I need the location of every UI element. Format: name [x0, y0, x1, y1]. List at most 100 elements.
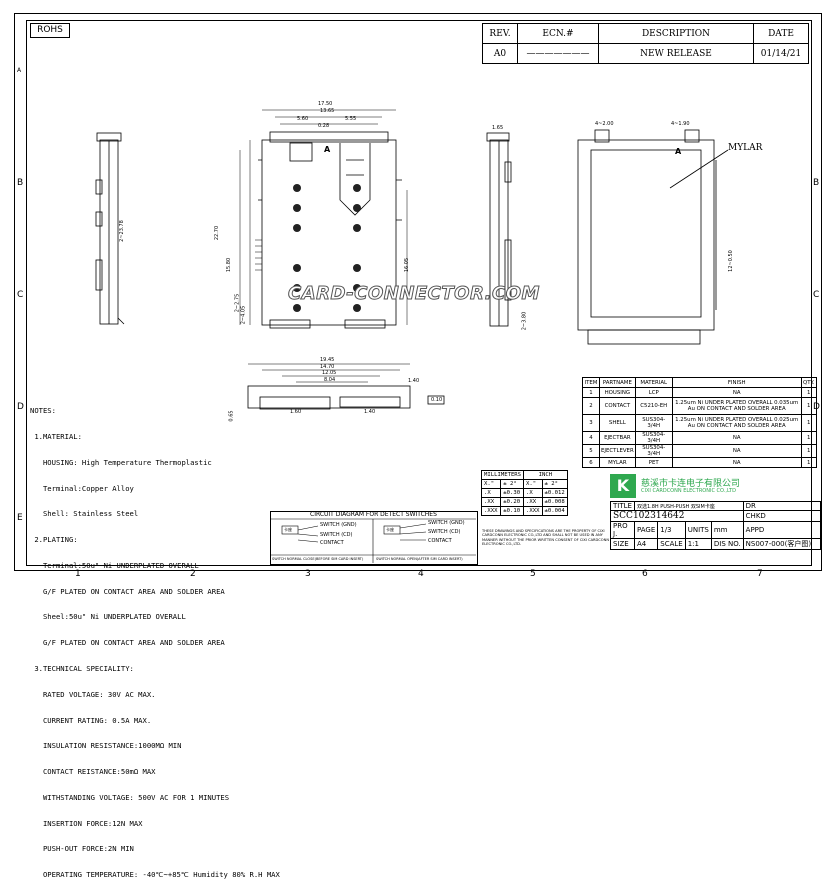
tol-cell: ±0.004 [541, 506, 568, 516]
bom-cell: C5210-EH [634, 397, 673, 415]
circuit-left-contact: CONTACT [320, 540, 344, 546]
grid-col-3: 3 [305, 569, 311, 579]
dis-label: DIS NO. [710, 538, 744, 550]
date-value: 01/14/21 [753, 43, 809, 64]
bottom-view [577, 129, 729, 345]
note-line: OPERATING TEMPERATURE: -40℃~+85℃ Humidit… [30, 870, 280, 880]
revision-table: REV. ECN.# DESCRIPTION DATE A0 ——————— N… [482, 23, 809, 64]
circuit-title: CIRCUIT DIAGRAM FOR DETECT SWITCHES [310, 511, 437, 518]
bom-cell: SUS304-3/4H [634, 444, 673, 458]
company-name-cn: 慈溪市卡连电子有限公司 [641, 479, 741, 489]
size-label: SIZE [610, 538, 635, 550]
bom-cell: 1.25um Ni UNDER PLATED OVERALL 0.035um A… [671, 397, 802, 415]
page-value: 1/3 [657, 521, 686, 539]
note-line: 3.TECHNICAL SPECIALITY: [30, 664, 134, 673]
bom-cell: 1 [800, 414, 817, 432]
note-line: INSULATION RESISTANCE:1000MΩ MIN [30, 741, 182, 751]
note-line: Terminal:Copper Alloy [30, 483, 134, 493]
dim-8-04: 8.04 [324, 377, 336, 383]
dim-4-2-00: 4~2.00 [595, 121, 614, 127]
bom-cell: 1.25um Ni UNDER PLATED OVERALL 0.025um A… [671, 414, 802, 432]
dim-14-70: 14.70 [320, 364, 335, 370]
circuit-right-gnd: SWITCH (GND) [428, 520, 465, 526]
side-view-left [95, 132, 125, 325]
note-line: G/F PLATED ON CONTACT AREA AND SOLDER AR… [30, 586, 225, 596]
bom-cell: 1 [800, 387, 817, 398]
dim-12-0-50: 12~0.50 [727, 250, 734, 272]
bom-cell: HOUSING [599, 387, 636, 398]
bom-header: FINISH [671, 377, 802, 388]
circuit-right-caption: SWITCH NORMAL OPEN(AFTER SIM CARD INSERT… [376, 557, 463, 561]
tol-cell: ± 2° [541, 479, 568, 489]
bom-header: MATERIAL [634, 377, 673, 388]
dim-13-65: 13.65 [320, 108, 335, 114]
tol-cell: ±0.10 [500, 506, 525, 516]
bom-cell: 1 [800, 457, 817, 468]
dim-23-78: 2~23.78 [118, 220, 125, 242]
tol-cell: X." [480, 479, 502, 489]
circuit-right-contact: CONTACT [428, 538, 452, 544]
circuit-right-cd: SWITCH (CD) [428, 529, 461, 535]
bom-cell: 1 [800, 431, 817, 445]
company-name-en: CIXI CARDCONN ELECTRONIC CO.,LTD [641, 488, 736, 494]
note-line: Sheel:50u" Ni UNDERPLATED OVERALL [30, 612, 186, 622]
dim-17-50: 17.50 [318, 101, 333, 107]
bom-cell: NA [671, 431, 802, 445]
note-line: NOTES: [30, 406, 56, 416]
front-view [247, 363, 445, 410]
bom-cell: SUS304-3/4H [634, 414, 673, 432]
page-label: PAGE [633, 521, 659, 539]
grid-row-a: A [17, 67, 22, 74]
dim-0-10: 0.10 [431, 397, 443, 403]
bom-cell: LCP [634, 387, 673, 398]
part-number: SCC102314642 [610, 510, 744, 522]
tol-mm-header: MILLIMETERS [480, 470, 525, 480]
bom-cell: 4 [582, 431, 600, 445]
note-line: 2.PLATING: [30, 535, 78, 545]
tol-row: .XX±0.20.XX±0.008 [480, 497, 568, 507]
bom-cell: NA [671, 457, 802, 468]
bom-cell: 1 [800, 397, 817, 415]
circuit-left-tag: 卡座 [284, 527, 292, 532]
dim-1-40-b: 1.40 [408, 378, 420, 384]
dim-22-70: 22.70 [214, 225, 221, 241]
bom-cell: PET [634, 457, 673, 468]
dr-label: DR [742, 501, 821, 511]
units-value: mm [710, 521, 744, 539]
dim-4-1-90: 4~1.90 [671, 121, 690, 127]
note-line: 1.MATERIAL: [30, 431, 82, 441]
grid-row-c: C [17, 290, 24, 300]
note-line: Shell: Stainless Steel [30, 509, 139, 519]
tol-inch-header: INCH [523, 470, 568, 480]
dim-16-05: 16.05 [404, 257, 411, 273]
tol-row: .X±0.30.X±0.012 [480, 488, 568, 498]
dim-4-05: 2~4.05 [240, 305, 247, 325]
tol-cell: X." [523, 479, 543, 489]
size-value: A4 [633, 538, 659, 550]
drawing-outer-border [14, 13, 822, 571]
section-a-left: A [324, 145, 331, 154]
tol-cell: .XX [523, 497, 543, 507]
tol-row: X."± 2°X."± 2° [480, 479, 568, 489]
units-label: UNITS [684, 521, 712, 539]
bom-cell: SHELL [599, 414, 636, 432]
grid-row-b: B [17, 178, 24, 188]
grid-row-e: E [17, 513, 23, 523]
tol-cell: .XX [480, 497, 502, 507]
grid-col-2: 2 [190, 569, 196, 579]
side-view-right [486, 132, 512, 327]
dim-1-65: 1.65 [492, 125, 504, 131]
note-line: CURRENT RATING: 0.5A MAX. [30, 715, 152, 725]
tol-cell: .X [480, 488, 502, 498]
mylar-label: MYLAR [728, 143, 763, 153]
dim-12-05: 12.05 [322, 370, 337, 376]
dim-15-80: 15.80 [226, 257, 233, 273]
circuit-left-caption: SWITCH NORMAL CLOSE(BEFORE SIM CARD INSE… [272, 557, 364, 561]
bom-cell: MYLAR [599, 457, 636, 468]
note-line: RATED VOLTAGE: 30V AC MAX. [30, 689, 156, 699]
top-view-main [255, 131, 402, 329]
chkd-label: CHKD [742, 510, 821, 522]
